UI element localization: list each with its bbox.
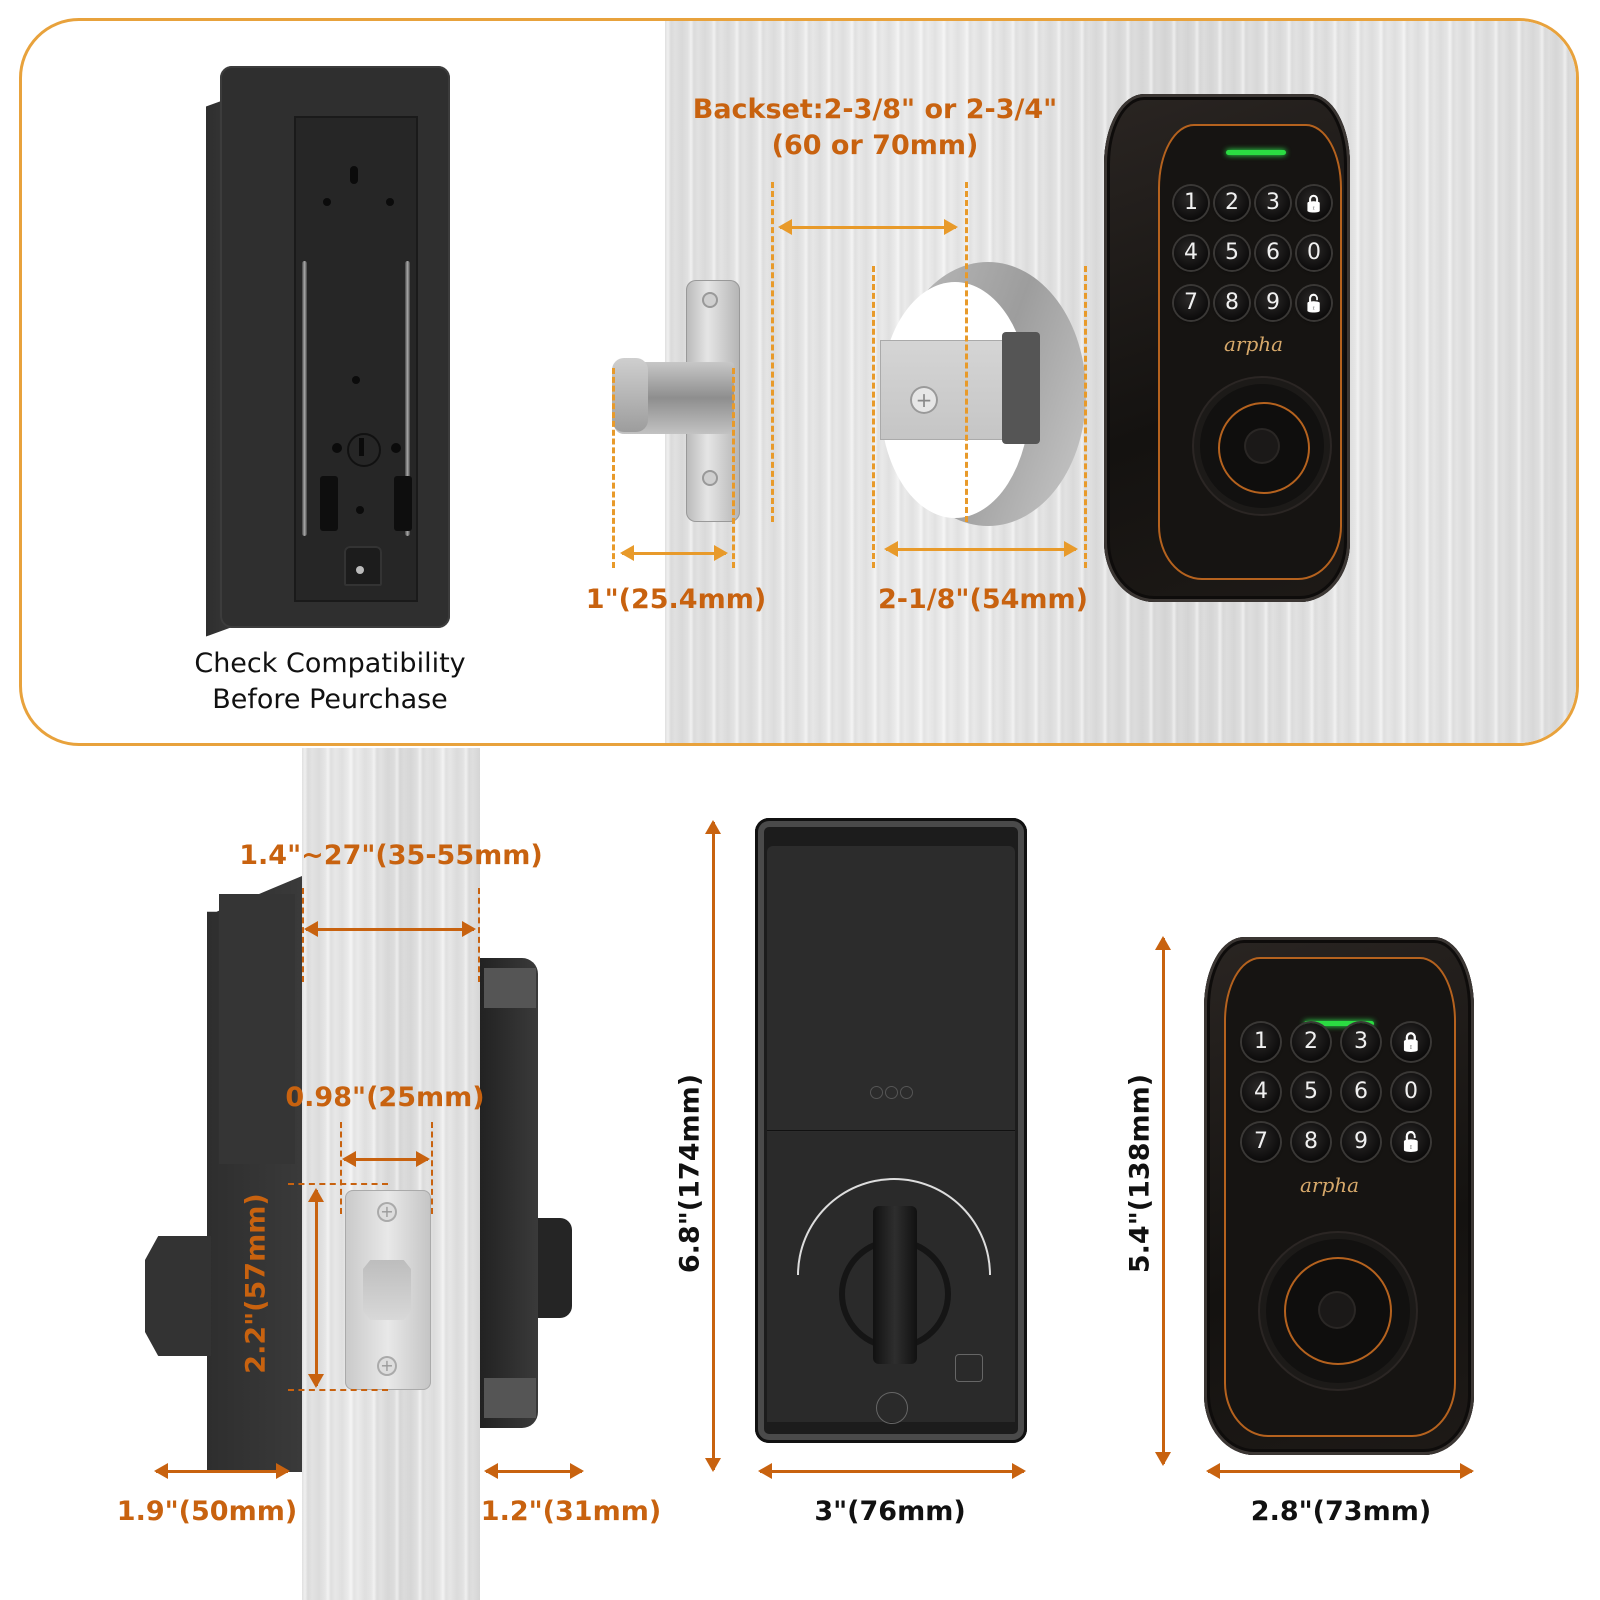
interior-width-label: 3"(76mm) — [814, 1496, 966, 1527]
status-led — [1226, 150, 1286, 155]
guide-line — [612, 368, 615, 568]
key-7[interactable]: 7 — [1174, 286, 1208, 320]
key-1[interactable]: 1 — [1242, 1023, 1280, 1061]
latch-width-label: 1"(25.4mm) — [585, 584, 767, 615]
key-9[interactable]: 9 — [1342, 1123, 1380, 1161]
keyhole-icon — [1320, 1293, 1354, 1327]
bore-hole: + — [880, 262, 1086, 526]
guide-line — [478, 888, 480, 982]
exterior-width-label: 2.8"(73mm) — [1250, 1496, 1432, 1527]
unlock-key[interactable]: 🔓 — [1392, 1123, 1430, 1161]
interior-height-arrow — [705, 820, 721, 1472]
faceplate-width-arrow — [342, 1151, 430, 1167]
door-thickness-arrow — [304, 921, 476, 937]
lock-key[interactable]: 🔒 — [1392, 1023, 1430, 1061]
thumb-turn[interactable] — [873, 1206, 917, 1364]
backset-arrow — [778, 219, 958, 235]
guide-line — [302, 888, 304, 982]
compatibility-caption: Check Compatibility Before Peurchase — [120, 646, 540, 718]
key-6[interactable]: 6 — [1256, 236, 1290, 270]
brand-logo: arpha — [1224, 332, 1284, 356]
cable-port — [876, 1392, 908, 1424]
guide-line — [288, 1183, 388, 1185]
lock-icon: 🔒 — [1303, 194, 1325, 214]
interior-depth-arrow — [154, 1463, 290, 1479]
key-4[interactable]: 4 — [1242, 1073, 1280, 1111]
keyhole-icon — [1246, 430, 1278, 462]
key-7[interactable]: 7 — [1242, 1123, 1280, 1161]
guide-line — [288, 1389, 388, 1391]
exterior-assembly-side — [480, 958, 592, 1428]
key-0[interactable]: 0 — [1392, 1073, 1430, 1111]
exterior-height-label: 5.4"(138mm) — [1124, 1073, 1156, 1274]
key-8[interactable]: 8 — [1215, 286, 1249, 320]
caption-line-1: Check Compatibility — [194, 648, 466, 679]
backset-label: Backset:2-3/8" or 2-3/4" (60 or 70mm) — [680, 92, 1070, 164]
brand-logo: arpha — [1300, 1173, 1360, 1197]
interior-depth-label: 1.9"(50mm) — [116, 1496, 298, 1527]
guide-line — [1084, 266, 1087, 568]
guide-line — [340, 1122, 342, 1214]
unlock-icon: 🔓 — [1399, 1131, 1423, 1153]
exterior-depth-arrow — [484, 1463, 584, 1479]
unlock-key[interactable]: 🔓 — [1297, 286, 1331, 320]
caption-line-2: Before Peurchase — [212, 684, 448, 715]
key-2[interactable]: 2 — [1292, 1023, 1330, 1061]
key-0[interactable]: 0 — [1297, 236, 1331, 270]
interior-height-label: 6.8"(174mm) — [674, 1073, 706, 1274]
key-2[interactable]: 2 — [1215, 186, 1249, 220]
exterior-height-arrow — [1155, 936, 1171, 1466]
guide-line — [431, 1122, 433, 1214]
unlock-icon: 🔓 — [1303, 294, 1325, 314]
faceplate-height-label: 2.2"(57mm) — [240, 1193, 272, 1374]
key-5[interactable]: 5 — [1215, 236, 1249, 270]
indicator-dots — [870, 1086, 914, 1099]
backset-line-1: Backset:2-3/8" or 2-3/4" — [692, 94, 1058, 125]
lock-icon: 🔒 — [1399, 1031, 1423, 1053]
key-5[interactable]: 5 — [1292, 1073, 1330, 1111]
key-6[interactable]: 6 — [1342, 1073, 1380, 1111]
bore-diameter-label: 2-1/8"(54mm) — [877, 584, 1088, 615]
interior-assembly-front — [755, 818, 1027, 1443]
key-3[interactable]: 3 — [1256, 186, 1290, 220]
faceplate: + + — [345, 1190, 431, 1390]
exterior-width-arrow — [1206, 1463, 1474, 1479]
guide-line — [965, 182, 968, 522]
faceplate-height-arrow — [308, 1188, 324, 1388]
key-3[interactable]: 3 — [1342, 1023, 1380, 1061]
latch-bolt — [612, 280, 752, 522]
interior-width-arrow — [758, 1463, 1026, 1479]
key-4[interactable]: 4 — [1174, 236, 1208, 270]
exterior-depth-label: 1.2"(31mm) — [480, 1496, 662, 1527]
lock-key[interactable]: 🔒 — [1297, 186, 1331, 220]
guide-line — [732, 368, 735, 568]
faceplate-width-label: 0.98"(25mm) — [285, 1082, 485, 1113]
bore-diameter-arrow — [884, 541, 1078, 557]
mounting-plate — [206, 66, 450, 637]
key-8[interactable]: 8 — [1292, 1123, 1330, 1161]
backset-line-2: (60 or 70mm) — [771, 130, 979, 161]
key-1[interactable]: 1 — [1174, 186, 1208, 220]
status-led — [1304, 1021, 1374, 1026]
key-9[interactable]: 9 — [1256, 286, 1290, 320]
door-thickness-label: 1.4"~27"(35-55mm) — [239, 840, 543, 871]
guide-line — [771, 182, 774, 522]
reset-button[interactable] — [955, 1354, 983, 1382]
guide-line — [872, 266, 875, 568]
latch-width-arrow — [620, 545, 728, 561]
interior-assembly-side — [145, 876, 302, 1472]
door-edge — [302, 748, 480, 1600]
